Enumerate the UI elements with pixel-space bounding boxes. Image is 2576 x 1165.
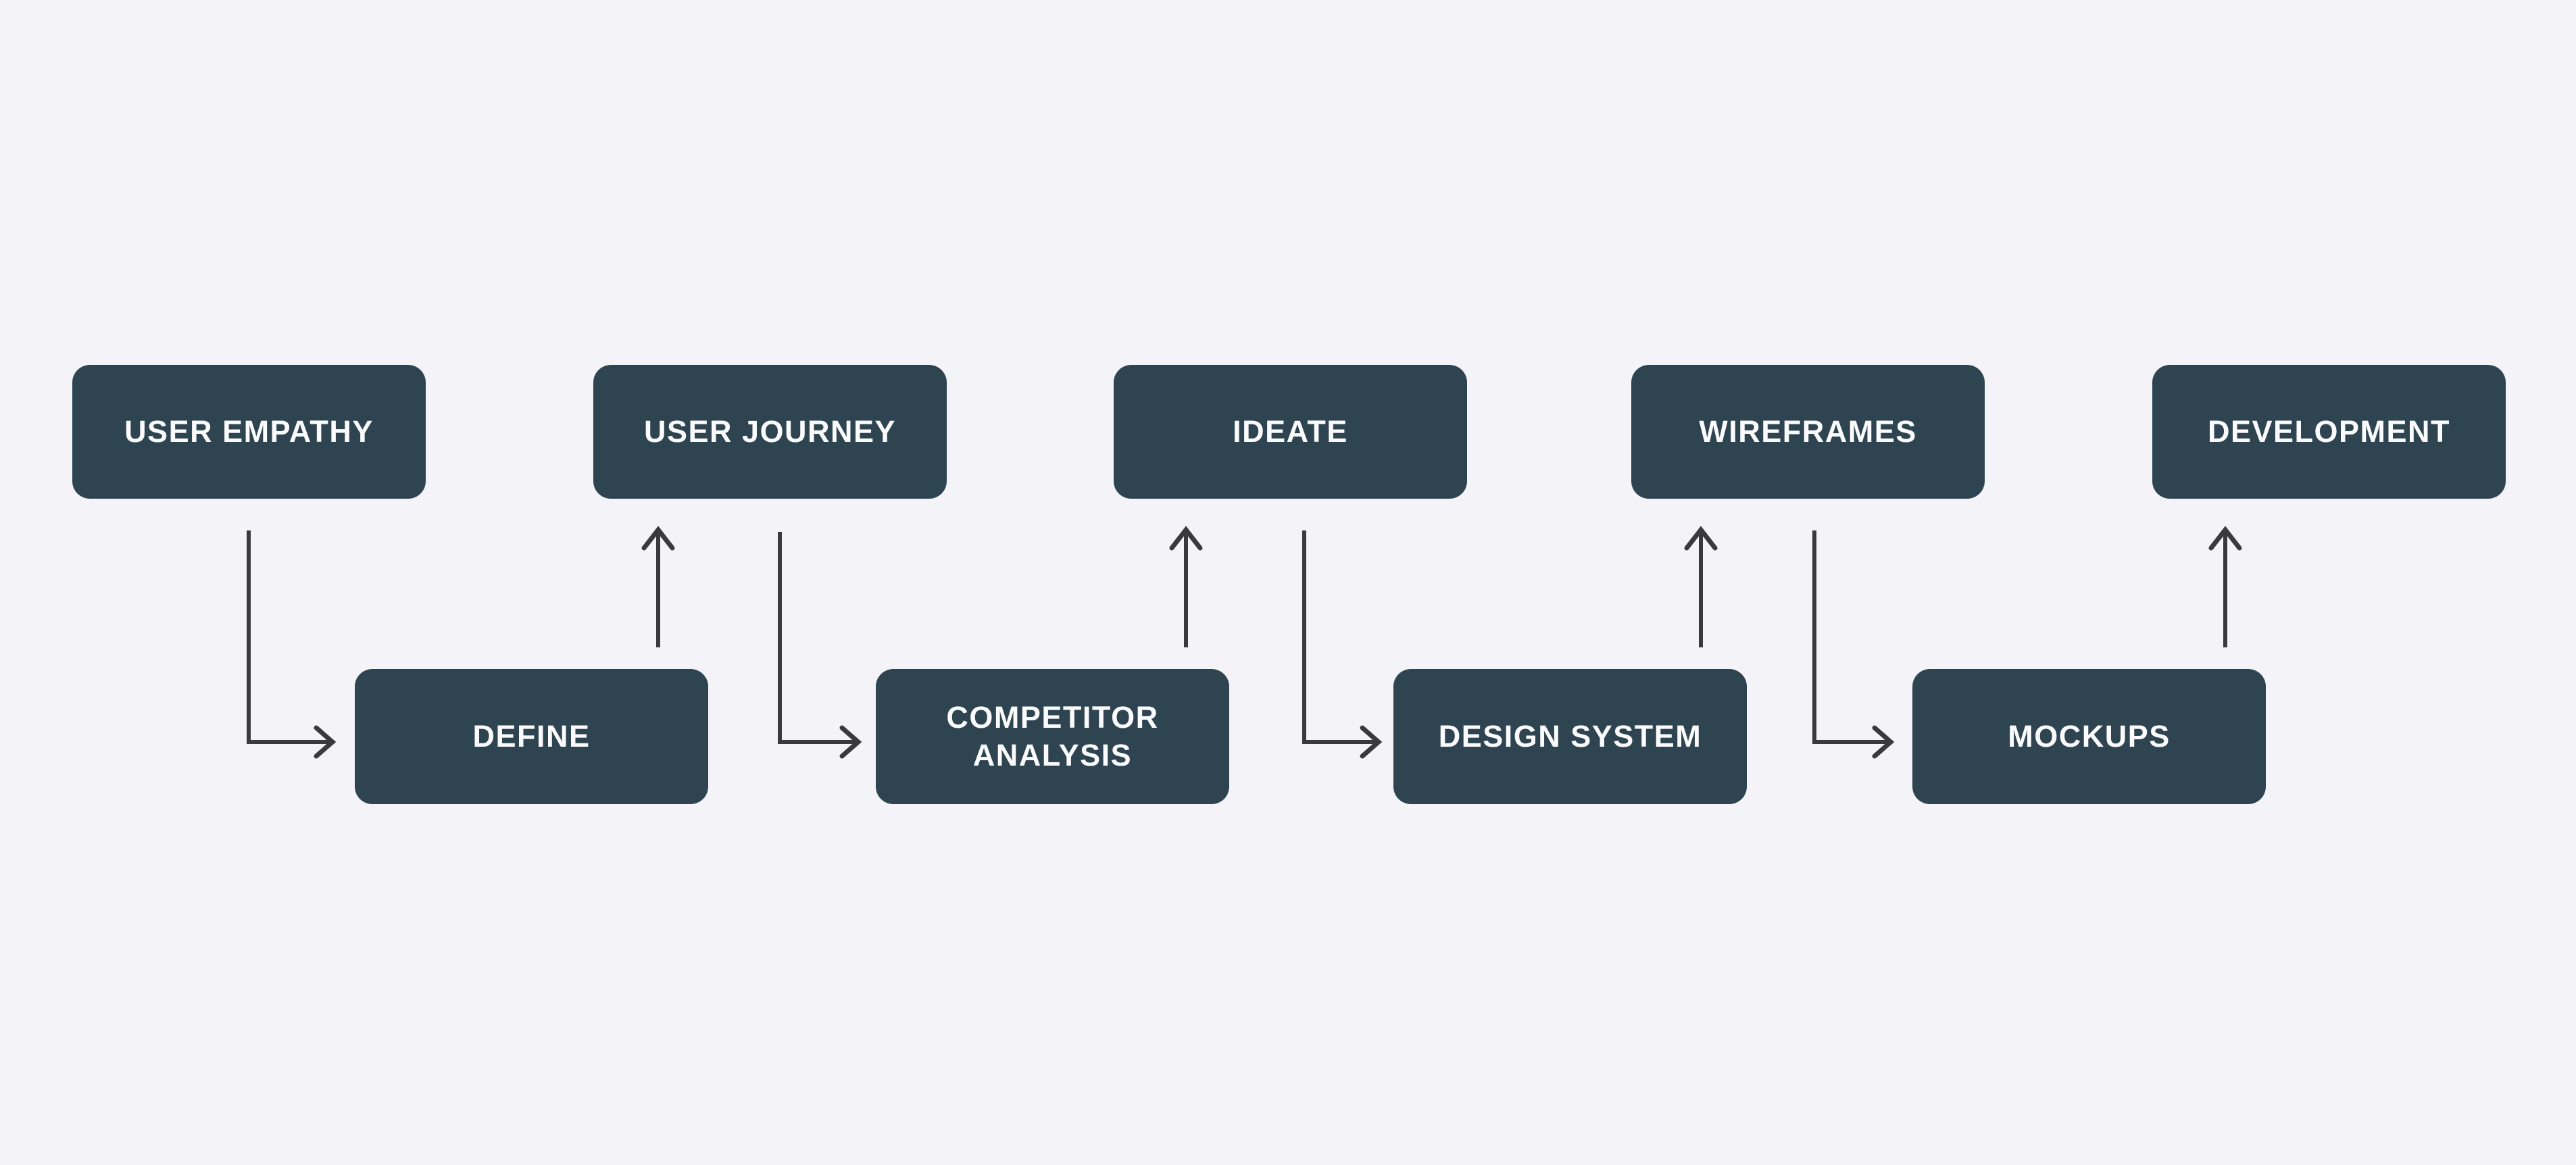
flowchart-node-user-journey: USER JOURNEY (593, 365, 947, 499)
node-label-competitor-analysis: COMPETITOR ANALYSIS (946, 699, 1159, 772)
flowchart-node-competitor-analysis: COMPETITOR ANALYSIS (876, 669, 1229, 804)
flow-arrow-ideate-to-design-system (1302, 530, 1383, 759)
node-label-user-empathy: USER EMPATHY (124, 414, 374, 449)
flowchart-node-define: DEFINE (355, 669, 708, 804)
flowchart-node-user-empathy: USER EMPATHY (72, 365, 426, 499)
node-label-ideate: IDEATE (1233, 414, 1348, 449)
flow-arrow-wireframes-to-mockups (1812, 530, 1895, 759)
flowchart-node-design-system: DESIGN SYSTEM (1393, 669, 1747, 804)
flow-arrow-user-journey-to-competitor-analysis (778, 532, 862, 759)
flowchart-node-mockups: MOCKUPS (1912, 669, 2266, 804)
node-label-define: DEFINE (472, 718, 591, 753)
node-label-user-journey: USER JOURNEY (643, 414, 897, 449)
node-label-mockups: MOCKUPS (2008, 718, 2171, 753)
flow-arrow-competitor-analysis-to-ideate (1169, 526, 1203, 647)
flowchart-node-wireframes: WIREFRAMES (1631, 365, 1985, 499)
node-label-design-system: DESIGN SYSTEM (1438, 718, 1702, 753)
flowchart-node-development: DEVELOPMENT (2152, 365, 2506, 499)
flow-arrow-define-to-user-journey (641, 526, 675, 647)
flow-arrow-mockups-to-development (2208, 526, 2242, 647)
flow-arrow-user-empathy-to-define (247, 530, 337, 759)
node-label-wireframes: WIREFRAMES (1699, 414, 1917, 449)
flowchart-node-ideate: IDEATE (1114, 365, 1467, 499)
node-label-development: DEVELOPMENT (2207, 414, 2451, 449)
flow-arrow-design-system-to-wireframes (1684, 526, 1718, 647)
